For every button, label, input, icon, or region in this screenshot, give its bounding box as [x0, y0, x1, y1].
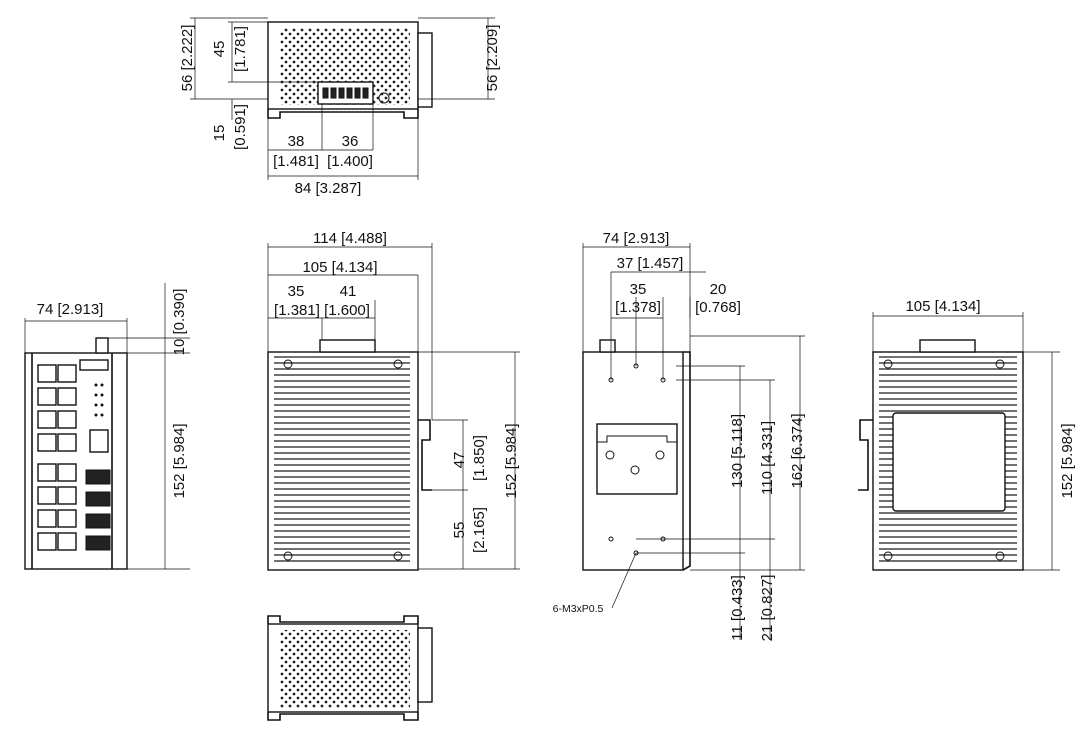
dim-rear-74: 74 [2.913] [603, 230, 670, 247]
dim-side-114: 114 [4.488] [313, 230, 387, 247]
back-din-clip [858, 419, 873, 491]
top-view [190, 17, 495, 180]
front-sfp-ports [85, 469, 111, 551]
dim-front-74: 74 [2.913] [37, 301, 104, 318]
rear-screw-callout: 6-M3xP0.5 [553, 603, 604, 615]
dim-rear-130: 130 [5.118] [729, 414, 746, 488]
dim-side-47-inch: [1.850] [471, 435, 488, 481]
rear-screw-holes [608, 363, 666, 556]
side-view [267, 243, 520, 571]
front-rj45-ports [37, 364, 77, 551]
dim-top-84: 84 [3.287] [295, 180, 362, 197]
dim-top-38: 38 [288, 133, 305, 150]
dim-top-36-inch: [1.400] [327, 153, 373, 170]
dim-rear-20: 20 [710, 281, 727, 298]
dim-top-45: 45 [211, 41, 228, 58]
bottom-view [267, 615, 433, 721]
dim-top-56-right: 56 [2.209] [484, 25, 501, 92]
dim-front-10: 10 [0.390] [171, 289, 188, 356]
dim-top-45-inch: [1.781] [232, 26, 249, 72]
back-view [858, 312, 1060, 571]
dim-rear-110: 110 [4.331] [759, 421, 776, 495]
bottom-vent-pattern [280, 630, 410, 708]
dim-side-41: 41 [340, 283, 357, 300]
dim-side-55: 55 [451, 522, 468, 539]
top-din-clip [417, 32, 433, 108]
dim-rear-21: 21 [0.827] [759, 575, 776, 642]
top-terminal-pins [322, 87, 369, 99]
dim-back-105: 105 [4.134] [905, 298, 980, 315]
dim-rear-11: 11 [0.433] [729, 575, 746, 641]
dim-side-152: 152 [5.984] [503, 423, 520, 498]
front-label-plate [79, 359, 109, 371]
dim-top-15-inch: [0.591] [232, 104, 249, 150]
front-led-dots [94, 383, 104, 417]
top-ground-screw [378, 92, 390, 104]
dim-top-15: 15 [211, 125, 228, 142]
dim-side-47: 47 [451, 452, 468, 469]
dim-top-56-left: 56 [2.222] [179, 25, 196, 92]
dim-side-pair-inch: [1.381] [1.600] [274, 302, 370, 319]
front-terminal-top [95, 337, 109, 354]
side-heatsink-fins [274, 356, 410, 564]
dim-rear-37: 37 [1.457] [617, 255, 684, 272]
dim-top-36: 36 [342, 133, 359, 150]
dim-side-35: 35 [288, 283, 305, 300]
front-view [24, 283, 190, 570]
dim-front-152: 152 [5.984] [171, 423, 188, 498]
top-bottom-rail [267, 109, 419, 119]
dim-rear-35: 35 [630, 281, 647, 298]
dim-side-105: 105 [4.134] [302, 259, 377, 276]
front-console-port [89, 429, 109, 453]
rear-view [582, 243, 805, 640]
back-label-panel [892, 412, 1006, 512]
dim-rear-20-inch: [0.768] [695, 299, 741, 316]
dim-side-55-inch: [2.165] [471, 507, 488, 553]
dim-top-38-inch: [1.481] [273, 153, 319, 170]
side-din-clip [418, 419, 432, 491]
dim-rear-162: 162 [6.374] [789, 413, 806, 488]
dim-back-152: 152 [5.984] [1059, 423, 1076, 498]
dim-rear-35-inch: [1.378] [615, 299, 661, 316]
side-terminal [319, 339, 376, 353]
